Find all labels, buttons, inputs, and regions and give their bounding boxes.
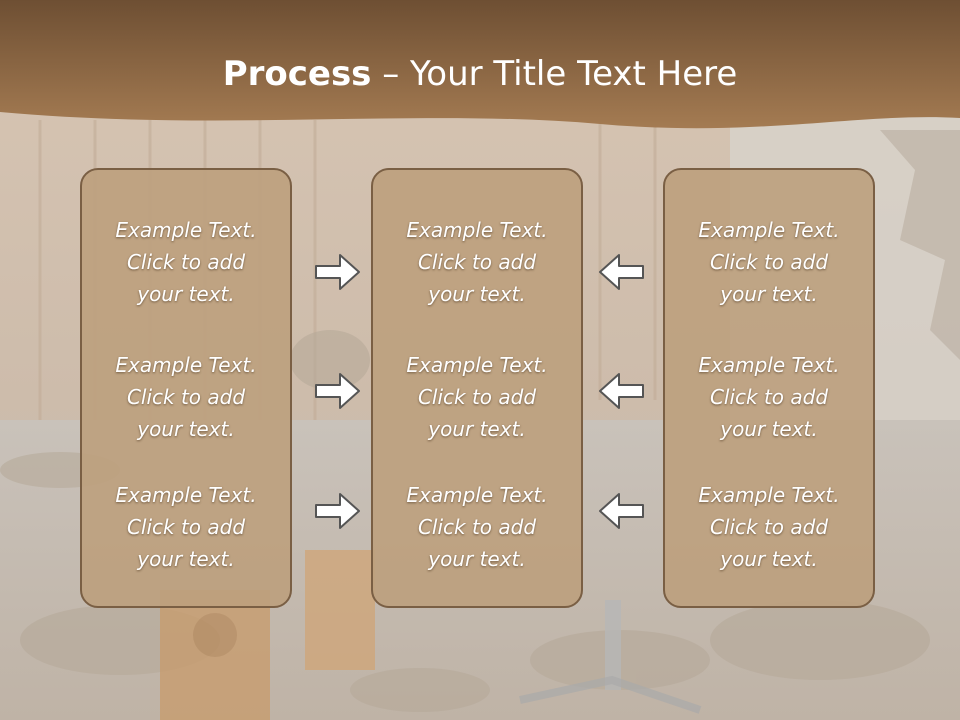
arrow-right-icon [315,254,360,290]
text-line: your text. [428,417,526,441]
text-line: Example Text. [406,353,548,377]
text-line: Example Text. [406,218,548,242]
text-line: Example Text. [406,483,548,507]
text-line: Click to add [126,515,246,539]
text-line: Click to add [709,385,829,409]
middle-item-1[interactable]: Example Text. Click to add your text. [373,214,581,310]
text-line: Example Text. [115,353,257,377]
text-line: your text. [137,282,235,306]
text-line: Click to add [126,250,246,274]
arrow-left-icon [599,373,644,409]
text-line: Example Text. [115,218,257,242]
text-line: Example Text. [698,353,840,377]
text-line: Click to add [417,250,537,274]
text-line: your text. [137,417,235,441]
text-line: your text. [720,417,818,441]
text-line: Click to add [417,515,537,539]
text-line: Example Text. [698,218,840,242]
title-bold: Process [222,54,372,94]
text-line: your text. [137,547,235,571]
right-panel[interactable]: Example Text. Click to add your text. Ex… [663,168,875,608]
text-line: your text. [428,282,526,306]
left-item-1[interactable]: Example Text. Click to add your text. [82,214,290,310]
left-panel[interactable]: Example Text. Click to add your text. Ex… [80,168,292,608]
arrow-right-icon [315,373,360,409]
text-line: your text. [720,547,818,571]
text-line: Click to add [709,515,829,539]
right-item-2[interactable]: Example Text. Click to add your text. [665,349,873,445]
title-rest: – Your Title Text Here [371,54,738,94]
left-item-3[interactable]: Example Text. Click to add your text. [82,479,290,575]
left-item-2[interactable]: Example Text. Click to add your text. [82,349,290,445]
text-line: Click to add [417,385,537,409]
title-banner [0,0,960,129]
text-line: Click to add [126,385,246,409]
text-line: Click to add [709,250,829,274]
arrow-left-icon [599,493,644,529]
slide-title[interactable]: Process – Your Title Text Here [0,52,960,96]
middle-panel[interactable]: Example Text. Click to add your text. Ex… [371,168,583,608]
middle-item-2[interactable]: Example Text. Click to add your text. [373,349,581,445]
text-line: Example Text. [698,483,840,507]
middle-item-3[interactable]: Example Text. Click to add your text. [373,479,581,575]
text-line: your text. [428,547,526,571]
arrow-left-icon [599,254,644,290]
right-item-1[interactable]: Example Text. Click to add your text. [665,214,873,310]
arrow-right-icon [315,493,360,529]
text-line: your text. [720,282,818,306]
text-line: Example Text. [115,483,257,507]
right-item-3[interactable]: Example Text. Click to add your text. [665,479,873,575]
